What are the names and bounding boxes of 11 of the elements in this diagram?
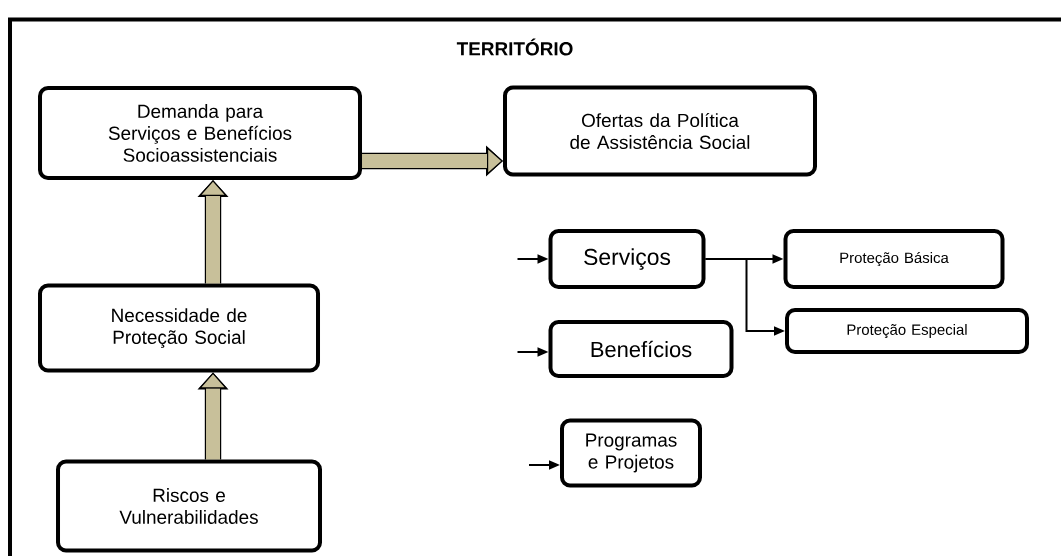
- process-box: Riscos e Vulnerabilidades: [56, 459, 322, 553]
- process-box: Necessidade de Proteção Social: [38, 283, 320, 373]
- process-box: Serviços: [548, 229, 706, 289]
- process-box: Proteção Básica: [783, 229, 1005, 289]
- process-box: Programas e Projetos: [560, 418, 702, 488]
- title: TERRITÓRIO: [456, 38, 573, 56]
- process-box: Demanda para Serviços e Benefícios Socioassistenciais: [38, 86, 362, 180]
- territory-frame: [8, 17, 1061, 556]
- process-box: Benefícios: [548, 320, 734, 378]
- process-box: Proteção Especial: [785, 308, 1029, 354]
- process-box: Ofertas da Política de Assistência Social: [503, 85, 817, 177]
